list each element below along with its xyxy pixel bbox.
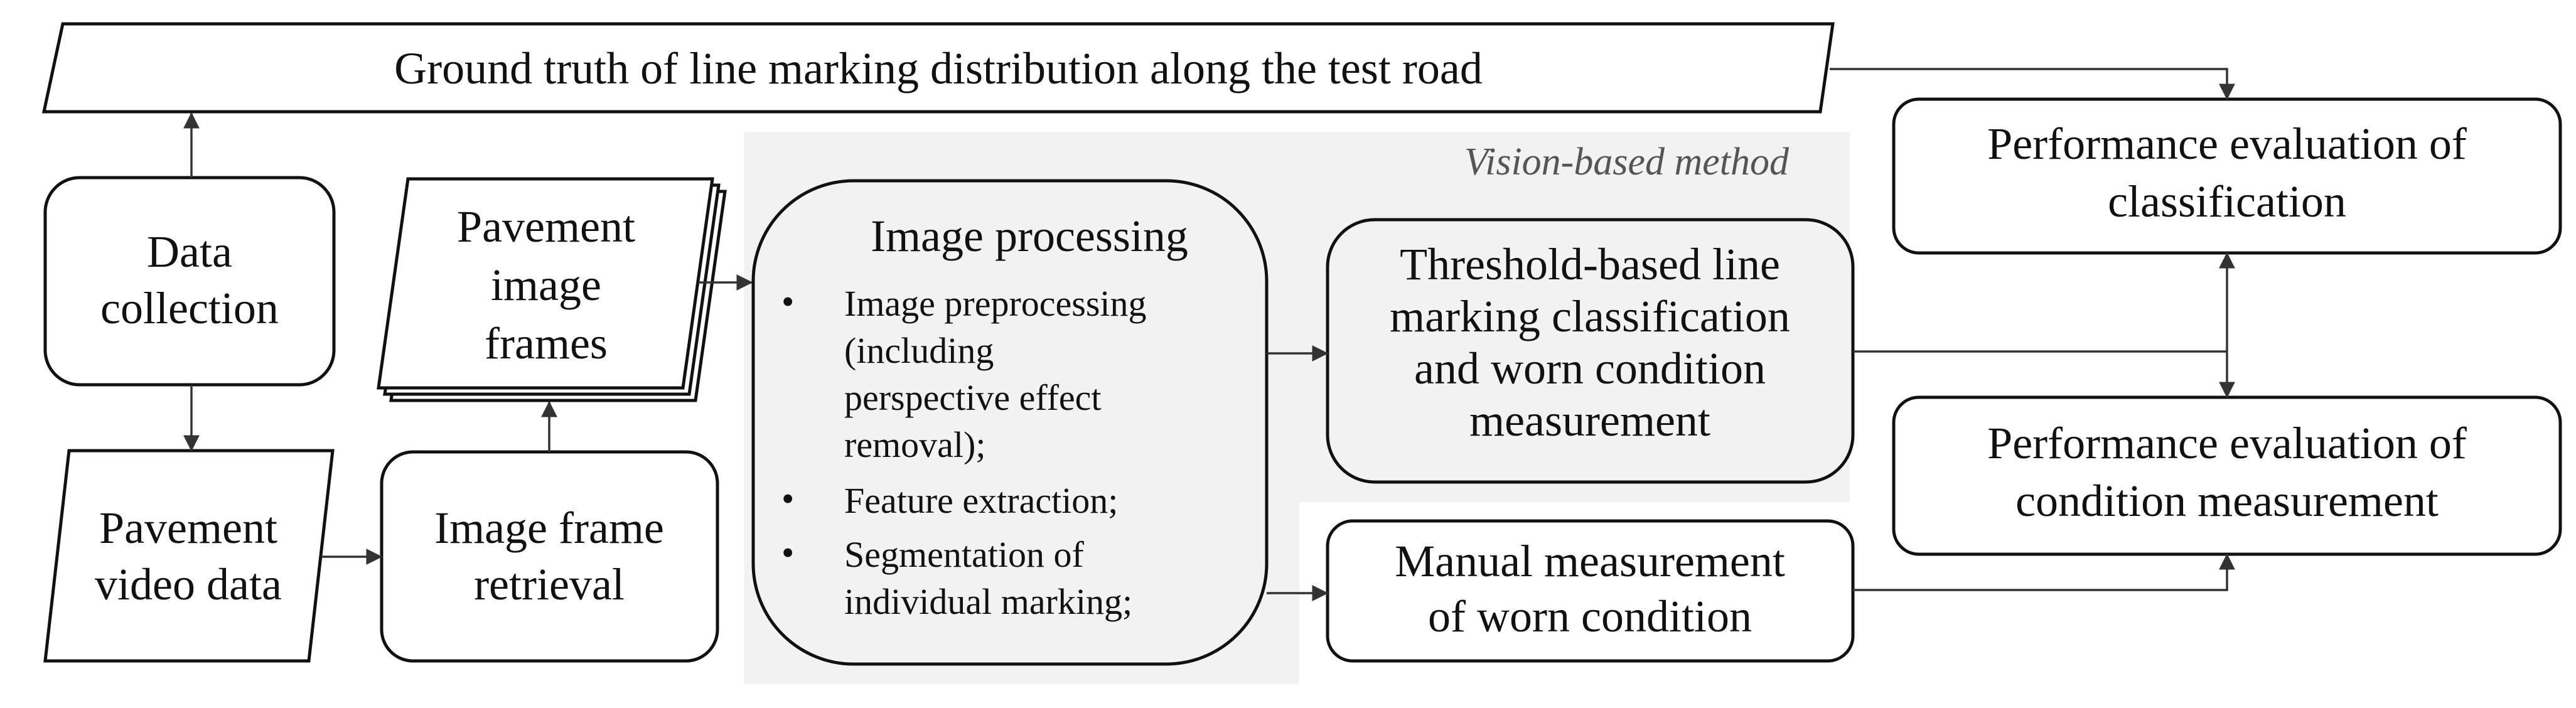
bullet-2-line-1: Feature extraction; — [844, 480, 1118, 521]
performance-condition-box: Performance evaluation of condition meas… — [1892, 395, 2562, 556]
connectors — [183, 68, 2235, 601]
arrow-manual-to-performance-condition — [1853, 553, 2235, 591]
threshold-line-4: measurement — [1469, 395, 1710, 446]
bullet-marker: • — [781, 281, 794, 322]
performance-condition-line-1: Performance evaluation of — [1987, 418, 2467, 468]
threshold-line-3: and worn condition — [1414, 343, 1766, 394]
data-collection-label-line-2: collection — [100, 283, 279, 333]
performance-classification-line-1: Performance evaluation of — [1987, 119, 2467, 169]
bullet-marker: • — [781, 532, 794, 573]
image-processing-box: Image processing • Image preprocessing (… — [751, 179, 1269, 666]
threshold-line-1: Threshold-based line — [1400, 239, 1780, 289]
performance-condition-line-2: condition measurement — [2015, 476, 2439, 526]
manual-measurement-box: Manual measurement of worn condition — [1326, 519, 1855, 663]
threshold-line-2: marking classification — [1390, 291, 1790, 341]
image-processing-title: Image processing — [871, 211, 1188, 261]
bullet-1-line-1: Image preprocessing — [844, 283, 1147, 324]
pavement-image-frames-line-3: frames — [485, 318, 608, 368]
bullet-1-line-4: removal); — [844, 424, 985, 465]
image-frame-retrieval-line-1: Image frame — [434, 503, 664, 553]
pavement-image-frames-line-1: Pavement — [457, 201, 635, 252]
image-frame-retrieval-line-2: retrieval — [474, 559, 625, 609]
ground-truth-box: Ground truth of line marking distributio… — [41, 22, 1835, 114]
arrow-ground-truth-to-performance — [1830, 68, 2235, 100]
bullet-1-line-2: (including — [844, 330, 994, 371]
bullet-marker: • — [781, 478, 794, 519]
pavement-video-data-line-2: video data — [95, 559, 282, 609]
data-collection-box: Data collection — [43, 176, 336, 387]
threshold-classification-box: Threshold-based line marking classificat… — [1326, 218, 1855, 484]
manual-measurement-line-2: of worn condition — [1428, 591, 1752, 641]
pavement-video-data-box: Pavement video data — [43, 449, 335, 663]
pavement-video-data-line-1: Pavement — [99, 503, 277, 553]
bullet-1-line-3: perspective effect — [844, 377, 1102, 418]
pavement-image-frames-box: Pavement image frames — [377, 177, 727, 402]
image-frame-retrieval-box: Image frame retrieval — [380, 450, 719, 663]
data-collection-label-line-1: Data — [147, 227, 232, 277]
performance-classification-line-2: classification — [2108, 176, 2346, 227]
bullet-3-line-2: individual marking; — [844, 581, 1132, 622]
ground-truth-label: Ground truth of line marking distributio… — [394, 43, 1483, 94]
vision-based-method-label: Vision-based method — [1464, 141, 1790, 183]
pavement-image-frames-line-2: image — [491, 260, 601, 310]
performance-classification-box: Performance evaluation of classification — [1892, 97, 2562, 255]
manual-measurement-line-1: Manual measurement — [1395, 536, 1785, 586]
bullet-3-line-1: Segmentation of — [844, 534, 1084, 575]
